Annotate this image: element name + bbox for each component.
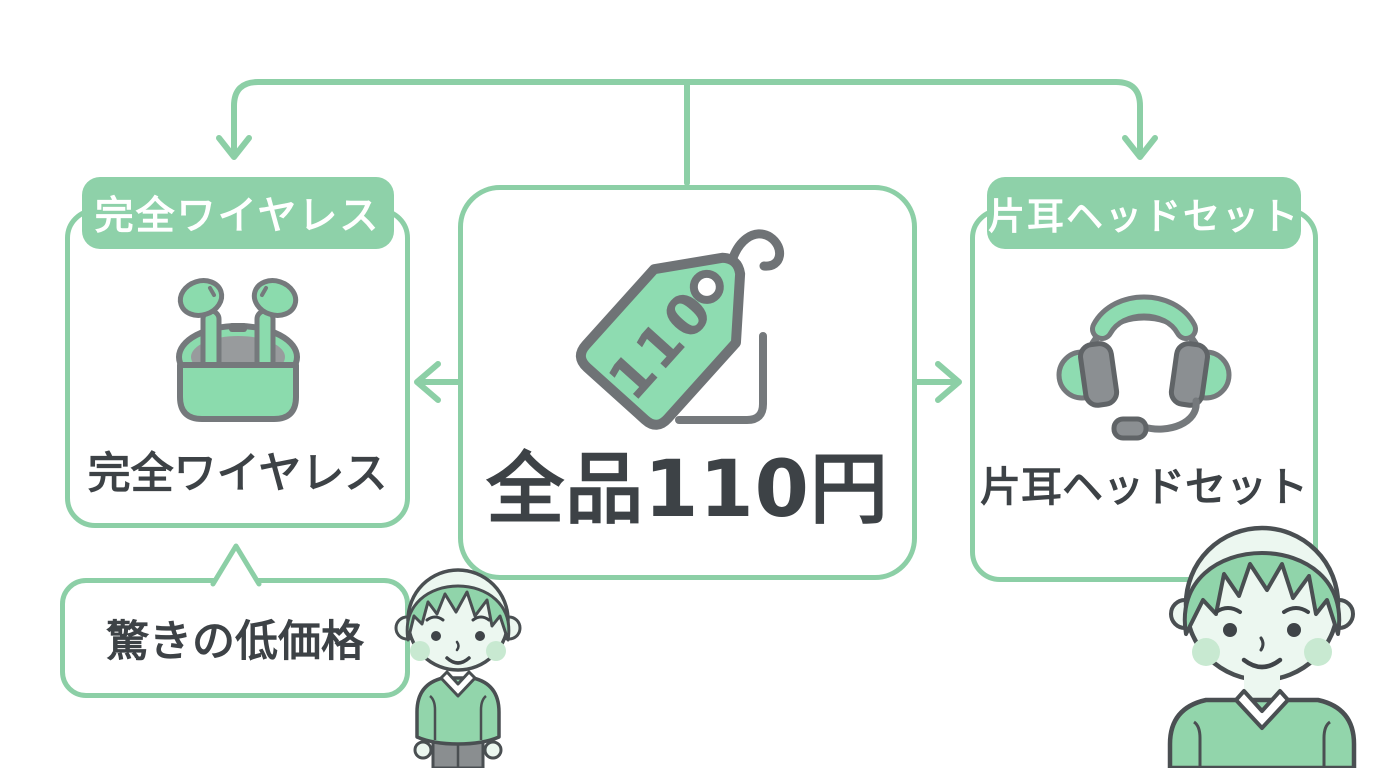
person-large-mouth	[1241, 657, 1283, 670]
person-small-blush-left	[410, 641, 430, 661]
person-large-eye-left	[1223, 623, 1237, 637]
person-large-blush-left	[1192, 638, 1220, 666]
person-large-arm-left	[1193, 720, 1202, 768]
headset-left-cup	[1078, 341, 1120, 408]
right-product-box: 片耳ヘッドセット 片耳ヘッドセット	[970, 177, 1318, 582]
earbud-left-mark	[207, 286, 216, 297]
center-price-title: 全品110円	[486, 445, 889, 535]
headset-right-cup	[1168, 341, 1210, 408]
person-small-brow-left	[425, 615, 445, 622]
earbud-right-mark	[259, 286, 268, 297]
person-small-hair	[405, 584, 511, 642]
person-large-hair	[1182, 551, 1342, 636]
person-large-sweater	[1167, 697, 1357, 768]
person-large-brow-right	[1282, 606, 1310, 614]
person-small-blush-right	[486, 641, 506, 661]
arrow-down-right-icon	[1122, 135, 1158, 160]
center-price-box: 110 全品110円	[458, 185, 917, 580]
person-small-eye-right	[475, 631, 485, 641]
person-large-brow-left	[1214, 606, 1242, 614]
tag-hole	[689, 269, 724, 304]
headset-mic	[1111, 416, 1149, 441]
person-large-nose	[1259, 636, 1265, 652]
right-product-label: 片耳ヘッドセット	[980, 463, 1308, 511]
earbuds-case-bottom	[176, 362, 299, 422]
person-large	[1167, 525, 1357, 768]
arrow-down-left-icon	[216, 135, 252, 160]
person-small-arm-right	[479, 695, 487, 740]
person-small-hand-right	[483, 740, 503, 760]
headset-pad	[1095, 299, 1193, 336]
callout-text: 驚きの低価格	[106, 617, 364, 667]
person-small-nose	[455, 640, 460, 652]
left-product-box: 完全ワイヤレス 完全ワイヤレス	[65, 177, 410, 528]
arrow-left-head-icon	[414, 361, 441, 403]
headset-mic-boom	[1140, 397, 1200, 433]
tag-string	[724, 229, 784, 278]
headset-icon	[1056, 294, 1232, 441]
callout-pointer-stroke	[210, 543, 262, 587]
price-tag-icon: 110	[575, 229, 784, 430]
person-small	[394, 568, 522, 768]
callout-bubble: 驚きの低価格	[60, 578, 410, 698]
person-large-collar	[1234, 689, 1290, 730]
left-product-label: 完全ワイヤレス	[87, 449, 388, 499]
person-large-eye-right	[1287, 623, 1301, 637]
person-small-collar	[439, 670, 477, 698]
person-small-brow-right	[471, 615, 491, 622]
person-small-arm-left	[429, 695, 437, 740]
left-header-pill: 完全ワイヤレス	[81, 177, 394, 249]
wireless-earbuds-icon	[175, 278, 300, 422]
person-large-blush-right	[1304, 638, 1332, 666]
person-small-sweater	[415, 676, 501, 746]
callout-pointer	[210, 543, 262, 587]
person-large-arm-right	[1322, 720, 1331, 768]
arrow-right-head-icon	[935, 361, 962, 403]
callout-pointer-fill	[213, 546, 259, 584]
left-header-label: 完全ワイヤレス	[94, 194, 381, 239]
person-small-mouth	[445, 656, 471, 665]
person-small-eye-left	[431, 631, 441, 641]
right-header-label: 片耳ヘッドセット	[988, 195, 1300, 238]
right-header-pill: 片耳ヘッドセット	[987, 177, 1301, 249]
corner-bracket-icon	[674, 332, 767, 424]
person-small-hand-left	[413, 740, 433, 760]
earbuds-case-hinge	[228, 323, 247, 332]
